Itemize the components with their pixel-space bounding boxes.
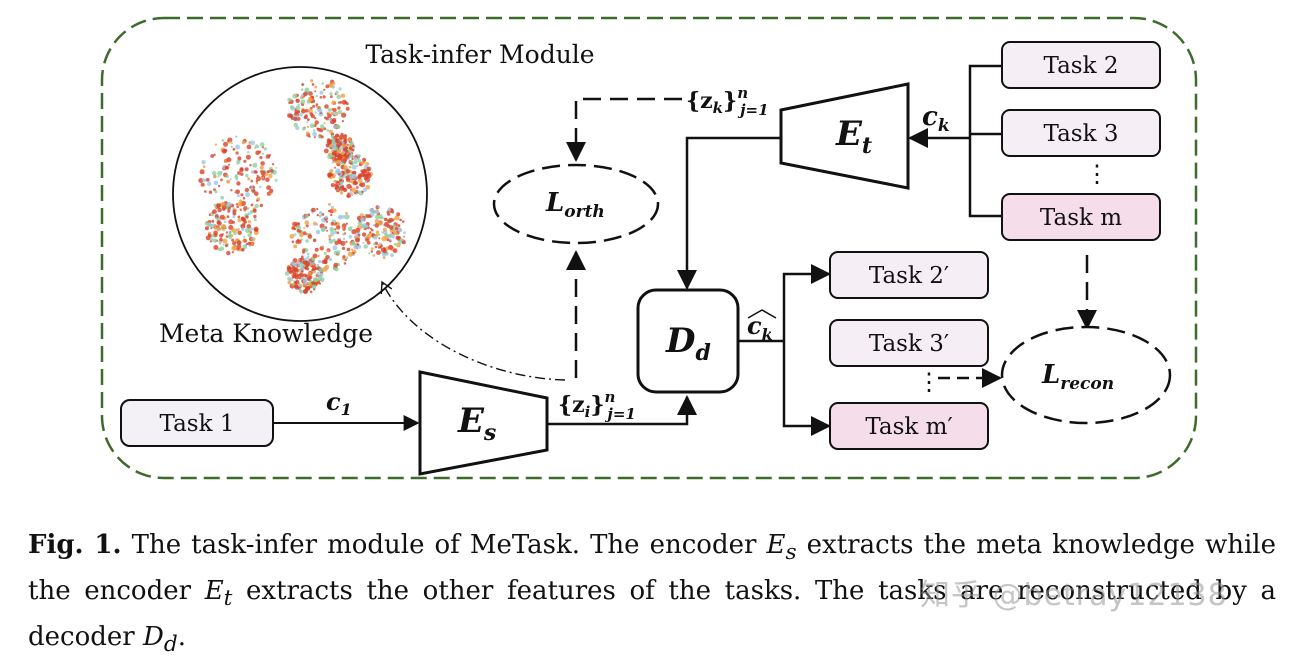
zk-to-lorth-arrow <box>566 97 682 162</box>
caption-text-4: . <box>177 622 186 653</box>
input-vdots: ⋮ <box>1085 160 1109 188</box>
ck-hat-label: ck <box>747 311 773 344</box>
watermark: 知乎 @betray12138 <box>920 578 1228 613</box>
encoder-s-label: Es <box>457 401 496 446</box>
task-m-prime-label: Task m′ <box>865 414 952 440</box>
input-tasks-bracket <box>968 64 1002 218</box>
meta-knowledge-plot <box>172 66 428 322</box>
task-2-prime-box <box>829 251 989 299</box>
ck-label: ck <box>922 102 950 136</box>
task-m-box <box>1001 193 1161 241</box>
output-vdots: ⋮ <box>917 368 941 396</box>
loss-recon-label: Lrecon <box>1041 360 1114 394</box>
encoder-t <box>779 82 910 190</box>
caption-text-3: extracts the other features of the tasks… <box>28 576 1276 653</box>
task-infer-diagram: Task-infer Module Meta Knowledge Task 1 … <box>100 16 1198 480</box>
figure-label: Fig. 1. <box>28 530 122 560</box>
zi-to-decoder-arrow <box>547 395 697 426</box>
caption-dd: D <box>142 622 164 653</box>
loss-orth-label: Lorth <box>545 188 605 222</box>
caption-es-sub: s <box>785 540 797 566</box>
loss-orth <box>492 163 660 245</box>
task-3-prime-box <box>829 319 989 367</box>
task-3-box <box>1001 109 1161 157</box>
module-title: Task-infer Module <box>365 40 594 69</box>
output-task-2-arrow <box>782 264 831 341</box>
caption-es: E <box>766 530 786 560</box>
module-outline <box>100 16 1198 480</box>
encoder-t-label: Et <box>835 114 872 159</box>
caption-et-sub: t <box>223 586 233 612</box>
encoder-s <box>418 370 549 476</box>
task-m-prime-box <box>829 402 989 450</box>
task-3-label: Task 3 <box>1044 121 1119 147</box>
c1-label: c1 <box>326 387 352 419</box>
caption-et: E <box>204 576 224 607</box>
task-2-prime-label: Task 2′ <box>869 263 949 289</box>
meta-knowledge-link <box>380 280 566 381</box>
ck-hat-mark <box>747 309 777 319</box>
task-3-prime-label: Task 3′ <box>869 331 949 357</box>
caption-text-1: The task-infer module of MeTask. The enc… <box>121 530 767 560</box>
meta-knowledge-label: Meta Knowledge <box>159 319 373 348</box>
task-2-box <box>1001 41 1161 89</box>
task-2-label: Task 2 <box>1044 53 1119 79</box>
caption-text-2: extracts the meta knowledge while the en… <box>28 530 1277 607</box>
output-task-m-arrow <box>782 341 831 436</box>
loss-recon <box>1000 325 1172 425</box>
zk-to-decoder-arrow <box>677 136 781 290</box>
task-1-label: Task 1 <box>160 411 235 437</box>
figure-caption: Fig. 1. The task-infer module of MeTask.… <box>28 526 1276 665</box>
decoder-label: Dd <box>665 321 711 366</box>
task-m-label: Task m <box>1040 205 1122 231</box>
caption-dd-sub: d <box>163 632 178 658</box>
